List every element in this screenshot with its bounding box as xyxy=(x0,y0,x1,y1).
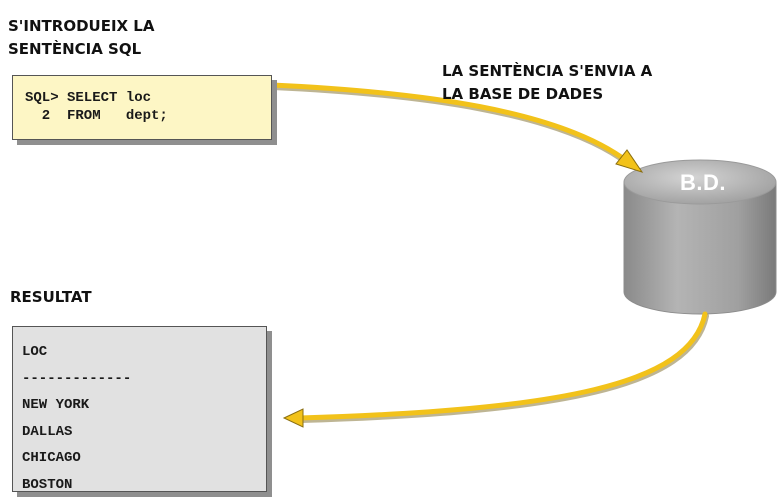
input-label-line-2: SENTÈNCIA SQL xyxy=(8,40,142,58)
database-label: B.D. xyxy=(680,170,726,195)
result-line: BOSTON xyxy=(22,476,73,493)
result-line: ------------- xyxy=(22,370,132,387)
sql-statement-box: SQL> SELECT loc 2 FROM dept; xyxy=(12,75,272,140)
arrow-to-database xyxy=(269,82,644,173)
arrow-to-result xyxy=(282,311,709,428)
result-line: LOC xyxy=(22,344,48,360)
sql-line-2: 2 FROM dept; xyxy=(25,108,168,124)
result-line: CHICAGO xyxy=(22,450,81,466)
send-label-line-2: LA BASE DE DADES xyxy=(442,85,604,103)
database-cylinder-icon xyxy=(623,159,777,315)
result-label: RESULTAT xyxy=(10,286,92,309)
result-line: NEW YORK xyxy=(22,397,90,413)
result-line: DALLAS xyxy=(22,423,73,440)
send-label-line-1: LA SENTÈNCIA S'ENVIA A xyxy=(442,62,653,80)
sql-line-1: SQL> SELECT loc xyxy=(25,90,152,106)
input-label: S'INTRODUEIX LA SENTÈNCIA SQL xyxy=(8,15,154,61)
result-box: LOC ------------- NEW YORK DALLAS CHICAG… xyxy=(12,326,267,493)
input-label-line-1: S'INTRODUEIX LA xyxy=(8,17,155,35)
send-label: LA SENTÈNCIA S'ENVIA A LA BASE DE DADES xyxy=(442,60,652,106)
result-label-text: RESULTAT xyxy=(10,288,92,306)
